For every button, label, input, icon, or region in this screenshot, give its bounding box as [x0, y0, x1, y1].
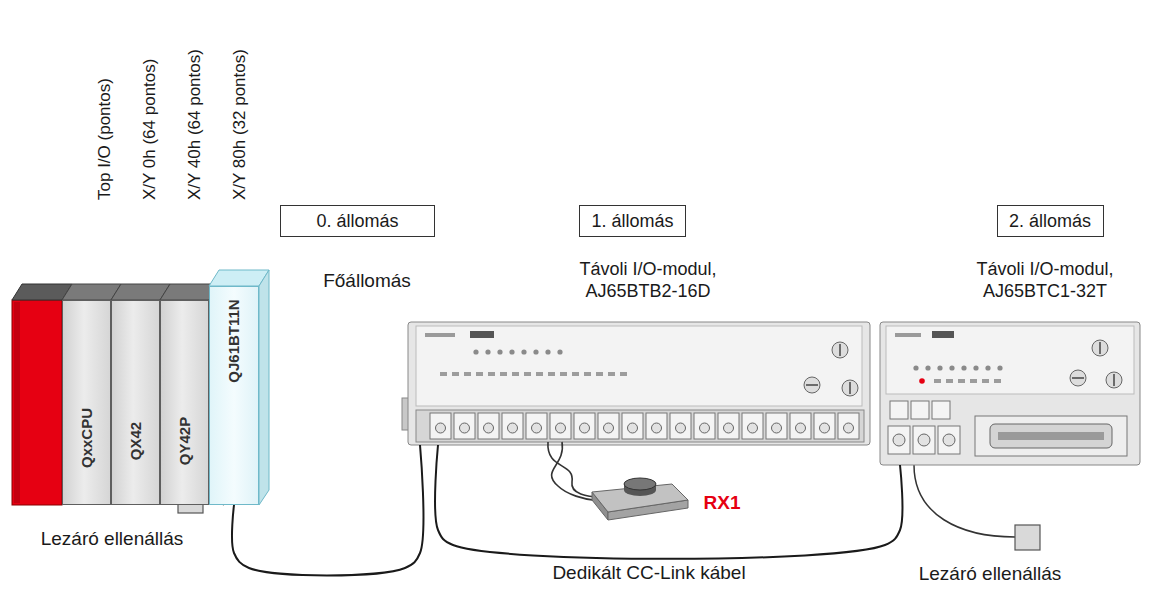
- plc-rack: [12, 270, 269, 505]
- module-name: QY42P: [176, 417, 194, 465]
- module-heading: Távoli I/O-modul, AJ65BTB2-16D: [558, 258, 738, 302]
- station-label: 1. állomás: [591, 210, 673, 232]
- io-range-label: X/Y 0h (64 pontos): [140, 59, 160, 200]
- module-name: QX42: [127, 422, 145, 460]
- io-range-label: X/Y 80h (32 pontos): [230, 49, 250, 200]
- cc-link-cable: [232, 445, 423, 575]
- cc-link-cable: [435, 445, 902, 559]
- module-name: QxxCPU: [78, 408, 96, 468]
- input-module: QX42: [111, 300, 160, 505]
- master-module: QJ61BT11N: [209, 286, 259, 505]
- station-box: 1. állomás: [579, 205, 686, 237]
- remote-io-module: [402, 322, 870, 445]
- cpu-module: QxxCPU: [62, 300, 111, 505]
- io-range-label: Top I/O (pontos): [95, 78, 115, 200]
- terminating-resistor: [914, 465, 1040, 550]
- station-label: 0. állomás: [316, 210, 398, 232]
- remote-io-module: [880, 322, 1140, 465]
- component-label: Lezáró ellenállás: [41, 528, 184, 550]
- cable-label: Dedikált CC-Link kábel: [549, 562, 748, 584]
- output-module: QY42P: [160, 300, 209, 505]
- station-label: 2. állomás: [1009, 210, 1091, 232]
- station-box: 0. állomás: [280, 205, 435, 237]
- signal-name: RX1: [704, 492, 741, 514]
- component-label: Lezáró ellenállás: [919, 563, 1062, 585]
- push-button: [548, 442, 688, 520]
- station-box: 2. állomás: [997, 205, 1104, 237]
- module-heading: Távoli I/O-modul, AJ65BTC1-32T: [955, 258, 1135, 302]
- remote-io-module: Távoli I/O-modul, AJ65BTB2-16D: [408, 322, 870, 445]
- module-name: QJ61BT11N: [225, 299, 243, 382]
- station-role: Főállomás: [323, 270, 411, 292]
- io-range-label: X/Y 40h (64 pontos): [185, 49, 205, 200]
- remote-io-module: Távoli I/O-modul, AJ65BTC1-32T: [880, 322, 1140, 465]
